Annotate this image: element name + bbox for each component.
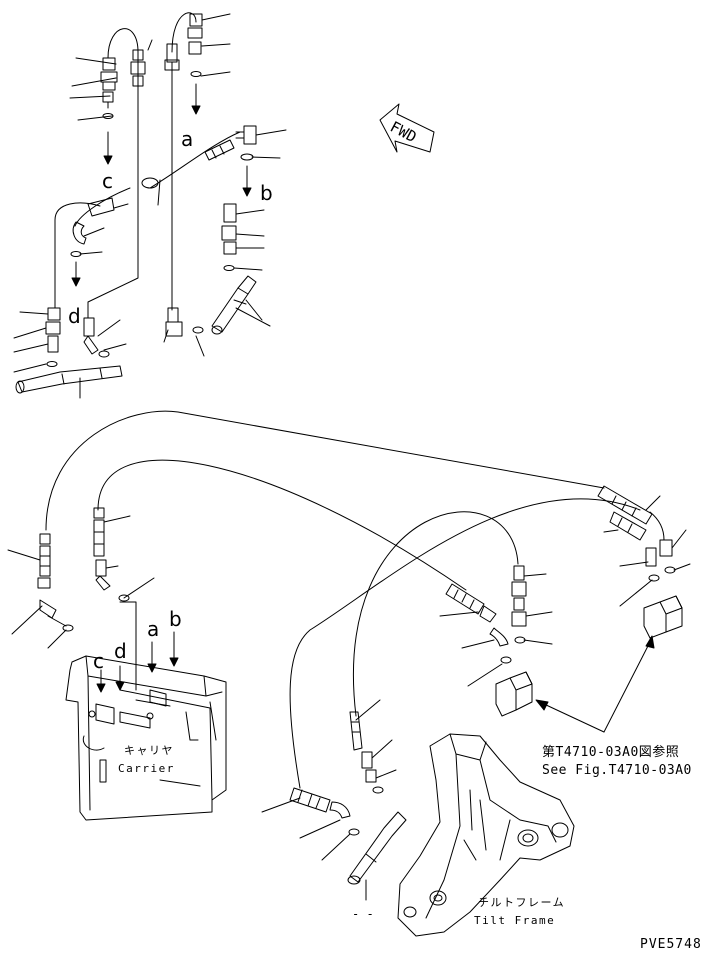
- label-c-bottom: c: [93, 649, 104, 673]
- drawing-code: PVE5748: [640, 937, 702, 952]
- carrier-label-en: Carrier: [118, 762, 175, 775]
- tilt-frame-body: [397, 733, 575, 937]
- carrier-body: [65, 655, 227, 821]
- label-b-top: b: [260, 181, 273, 205]
- tilt-frame-label-jp: チルトフレーム: [478, 896, 565, 909]
- reference-label-jp: 第T4710-03A0図参照: [542, 744, 679, 760]
- top-cylinders: [15, 275, 263, 399]
- bottom-arrows: [96, 631, 655, 733]
- fwd-arrow: [379, 103, 435, 153]
- bottom-hose-lines: [45, 410, 665, 789]
- carrier-label-jp: キャリヤ: [124, 744, 174, 757]
- label-c-top: c: [102, 169, 113, 193]
- label-a-bottom: a: [147, 617, 159, 641]
- bottom-leader-lines: [7, 495, 691, 861]
- top-leader-lines: [13, 13, 287, 373]
- label-b-bottom: b: [169, 607, 182, 631]
- dash-marks: - -: [352, 907, 374, 921]
- top-hose-lines: [54, 12, 241, 319]
- reference-label-en: See Fig.T4710-03A0: [542, 763, 692, 778]
- top-arrows: [71, 83, 252, 287]
- label-a-top: a: [181, 127, 193, 151]
- label-d-bottom: d: [114, 639, 127, 663]
- top-fittings: [45, 13, 257, 367]
- label-d-top: d: [68, 304, 81, 328]
- tilt-frame-label-en: Tilt Frame: [474, 914, 555, 927]
